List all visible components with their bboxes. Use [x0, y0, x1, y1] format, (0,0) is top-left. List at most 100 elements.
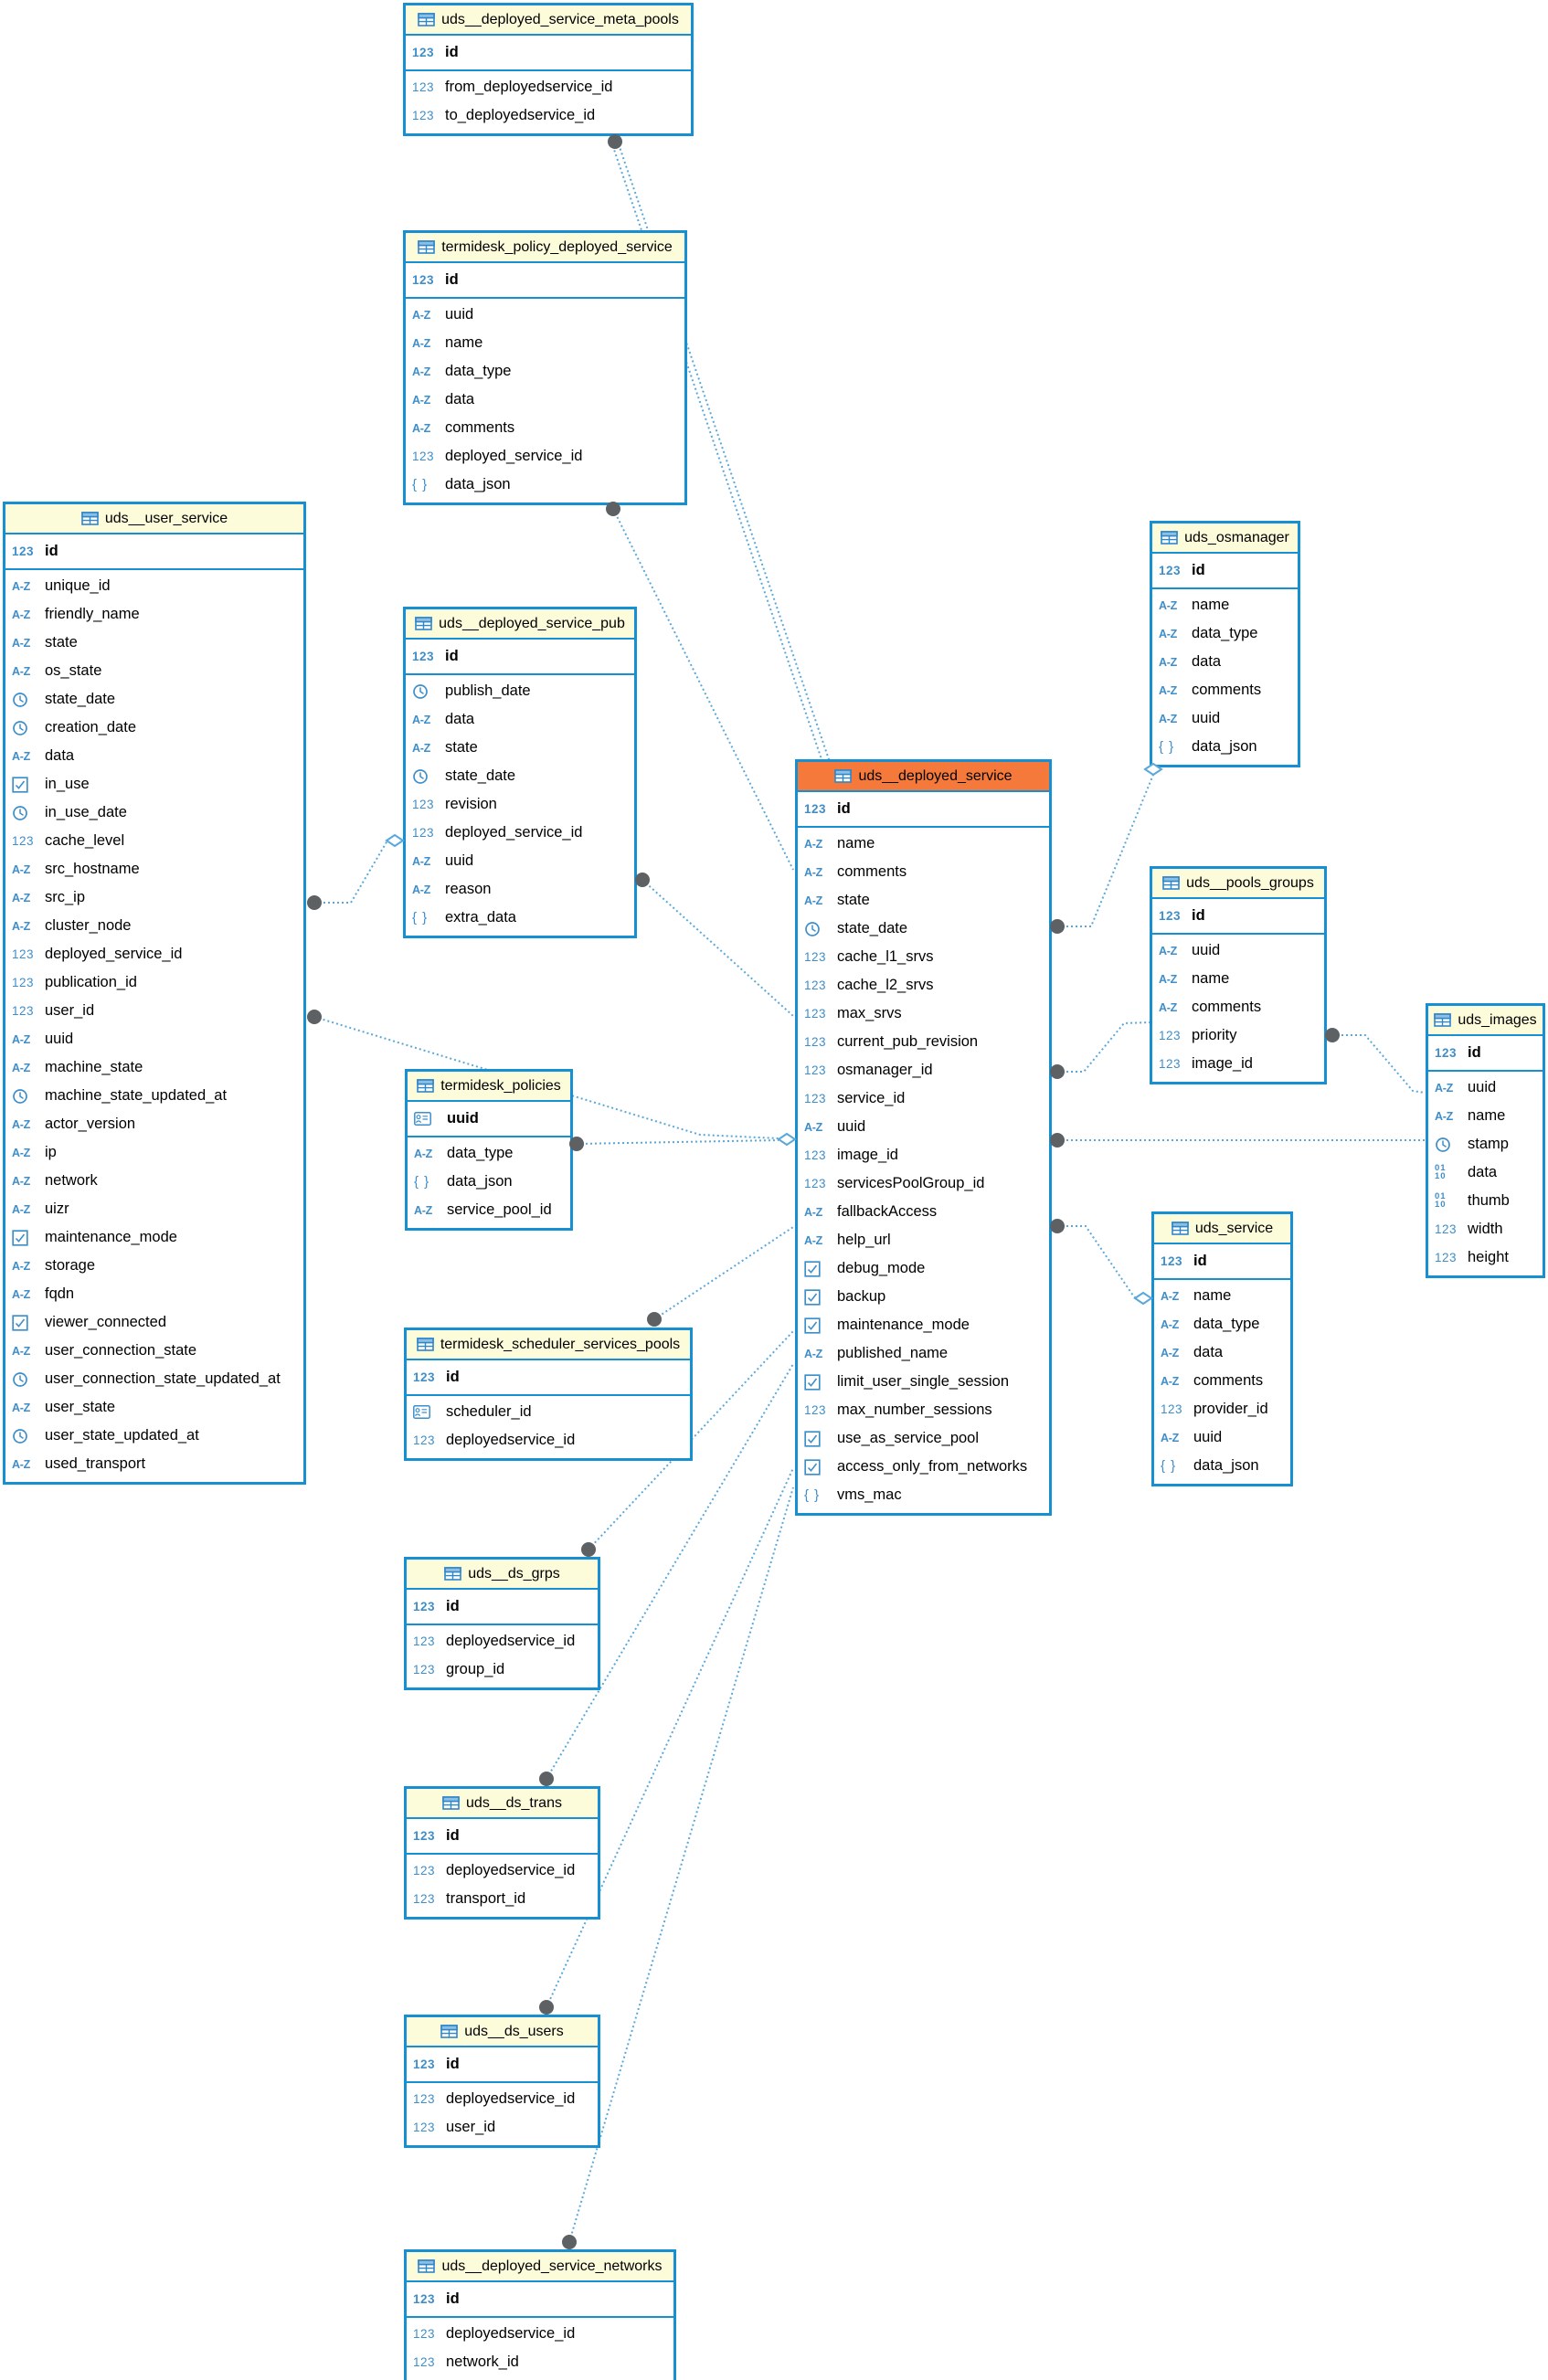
field-row-stamp[interactable]: stamp	[1428, 1130, 1543, 1158]
relationship-line-termidesk_policies-service_pool_id[interactable]	[576, 1139, 779, 1145]
relationship-line-termidesk_scheduler_services_pools-deployedservice_id[interactable]	[653, 1226, 794, 1320]
field-row-access_only_from_networks[interactable]: access_only_from_networks	[798, 1453, 1049, 1481]
relationship-line-uds__ds_trans-deployedservice_id[interactable]	[546, 1363, 794, 1780]
field-row-uuid[interactable]: uuid	[408, 1102, 570, 1136]
field-row-maintenance_mode[interactable]: maintenance_mode	[5, 1223, 303, 1252]
field-row-user_connection_state_updated_at[interactable]: user_connection_state_updated_at	[5, 1365, 303, 1393]
table-header[interactable]: uds__user_service	[5, 504, 303, 534]
field-row-scheduler_id[interactable]: scheduler_id	[407, 1398, 690, 1426]
field-row-data_json[interactable]: { }data_json	[1152, 733, 1298, 761]
field-row-state_date[interactable]: state_date	[798, 915, 1049, 943]
table-header[interactable]: uds_service	[1154, 1214, 1290, 1244]
relationship-line-uds__deployed_service_pub-deployed_service_id[interactable]	[641, 879, 794, 1017]
table-header[interactable]: termidesk_policies	[408, 1072, 570, 1102]
relationship-line-uds__deployed_service_networks-deployedservice_id[interactable]	[568, 1486, 794, 2243]
table-header[interactable]: termidesk_scheduler_services_pools	[407, 1330, 690, 1360]
field-row-data_json[interactable]: { }data_json	[408, 1168, 570, 1196]
field-row-state_date[interactable]: state_date	[5, 685, 303, 714]
table-header[interactable]: uds__deployed_service_pub	[406, 609, 634, 640]
field-row-debug_mode[interactable]: debug_mode	[798, 1254, 1049, 1283]
relationship-line-uds__user_service-deployed_service_id[interactable]	[313, 1016, 779, 1139]
field-row-limit_user_single_session[interactable]: limit_user_single_session	[798, 1368, 1049, 1396]
table-header[interactable]: termidesk_policy_deployed_service	[406, 233, 684, 263]
table-header[interactable]: uds__deployed_service_meta_pools	[406, 5, 691, 36]
relationship-line-uds__pools_groups-image_id[interactable]	[1332, 1034, 1426, 1094]
field-row-state_date[interactable]: state_date	[406, 762, 634, 790]
relationship-line-uds__user_service-publication_id[interactable]	[314, 840, 388, 904]
table-header[interactable]: uds__ds_trans	[407, 1789, 598, 1819]
field-row-maintenance_mode[interactable]: maintenance_mode	[798, 1311, 1049, 1339]
field-row-backup[interactable]: backup	[798, 1283, 1049, 1311]
field-row-in_use_date[interactable]: in_use_date	[5, 799, 303, 827]
relationship-line-uds__deployed_service_meta_pools-to_deployedservice_id[interactable]	[618, 143, 831, 763]
table-header[interactable]: uds_images	[1428, 1006, 1543, 1036]
field-row-publish_date[interactable]: publish_date	[406, 677, 634, 705]
field-row-vms_mac[interactable]: { }vms_mac	[798, 1481, 1049, 1509]
